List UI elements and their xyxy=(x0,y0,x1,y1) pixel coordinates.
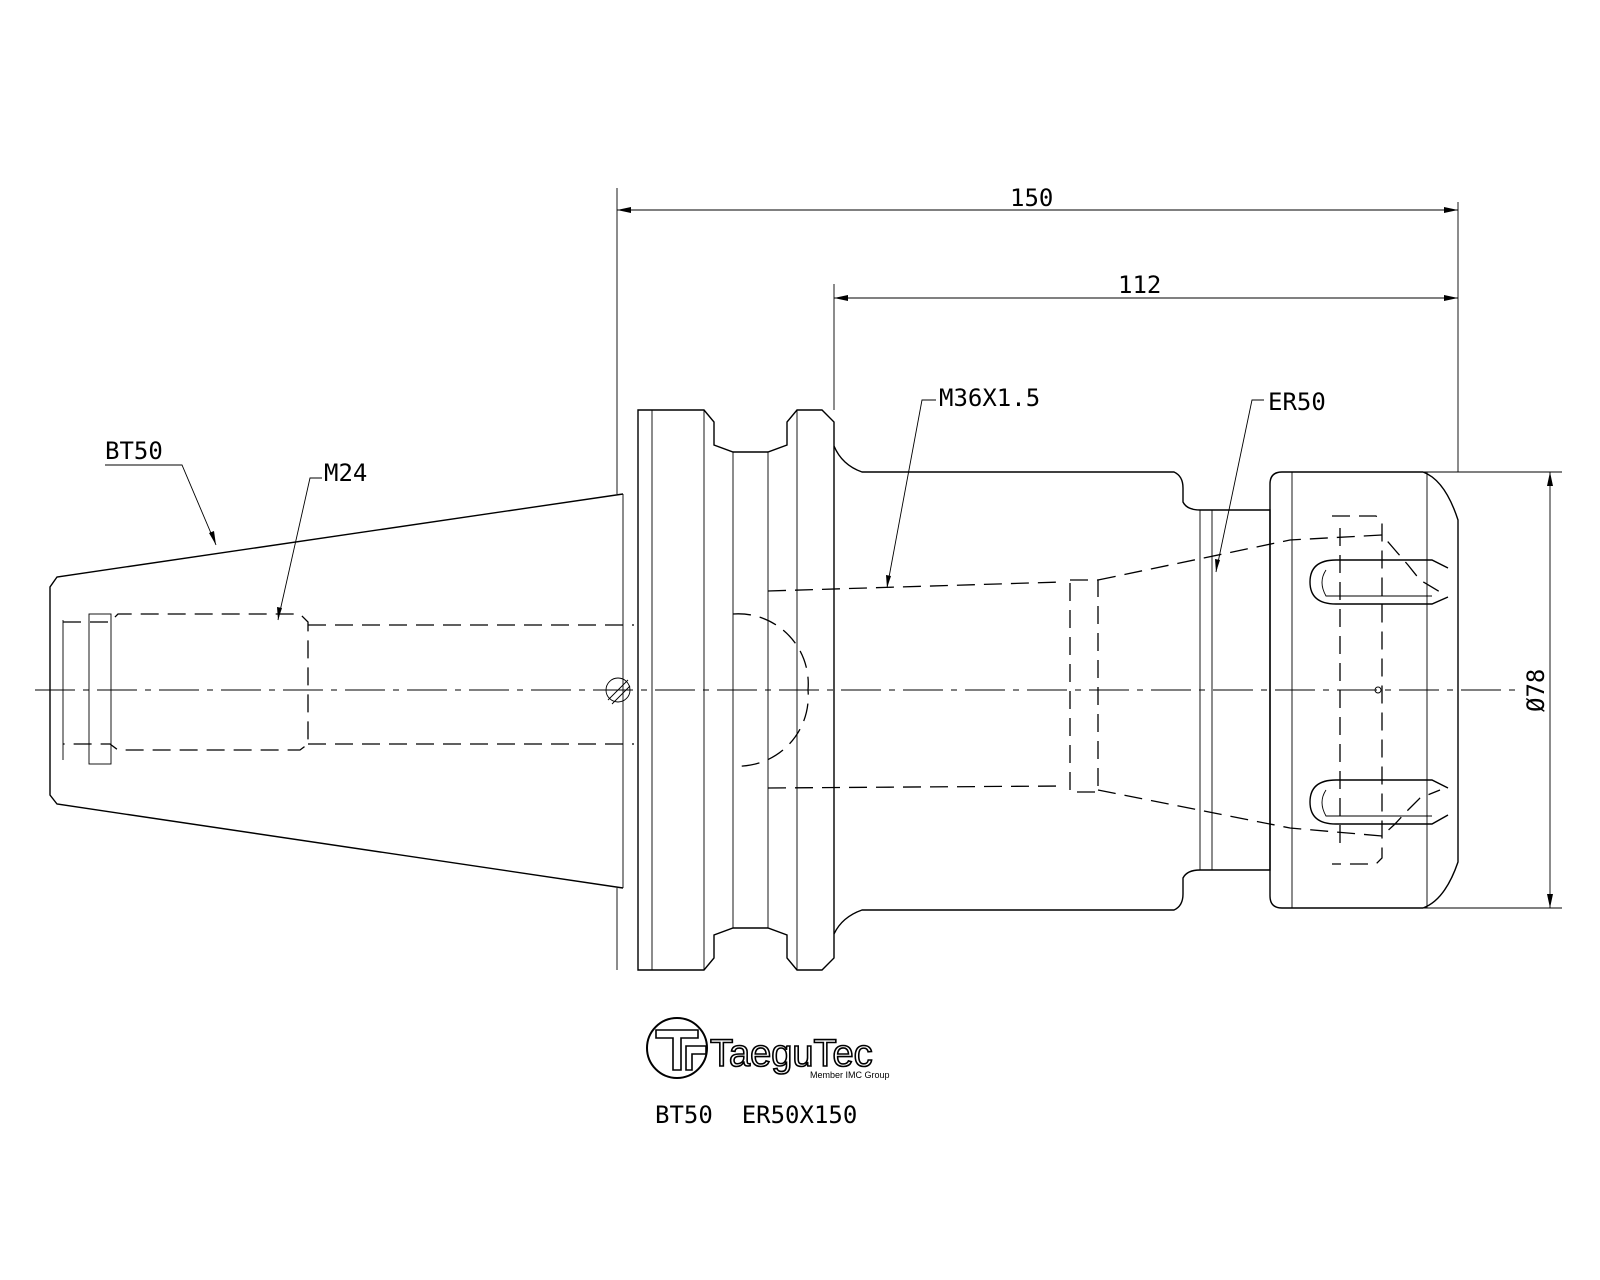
dimension-lines xyxy=(616,188,1562,970)
collet-slot-lower xyxy=(1309,779,1449,825)
collet-slot-upper xyxy=(1309,559,1449,605)
label-clamp-thread: M36X1.5 xyxy=(939,384,1040,412)
drive-pin xyxy=(605,677,631,703)
leader-lines xyxy=(105,399,1264,621)
dim-nut-diameter: Ø78 xyxy=(1522,669,1550,712)
logo-brand-text: TaeguTec xyxy=(710,1033,873,1075)
taegutec-logo: TaeguTec Member IMC Group xyxy=(646,1017,890,1080)
tool-holder-outline xyxy=(35,409,1515,971)
thread-relief xyxy=(1069,579,1099,793)
hidden-features xyxy=(63,515,1441,865)
label-retention-thread: M24 xyxy=(324,459,367,487)
logo-emblem-icon xyxy=(646,1017,708,1079)
retention-knob-collar xyxy=(88,613,112,765)
through-bore-cap xyxy=(732,613,809,767)
part-designation: BT50 ER50X150 xyxy=(655,1101,857,1129)
taper-shank xyxy=(49,493,624,889)
collet-cone xyxy=(1097,534,1441,837)
nut-center-mark xyxy=(1374,686,1382,694)
retention-thread-bore xyxy=(63,613,309,751)
dim-overall-length: 150 xyxy=(1010,184,1053,212)
label-collet: ER50 xyxy=(1268,388,1326,416)
label-taper: BT50 xyxy=(105,437,163,465)
dim-gauge-to-nose-length: 112 xyxy=(1118,271,1161,299)
clamp-thread-bore xyxy=(767,581,1063,789)
logo-tagline: Member IMC Group xyxy=(810,1070,890,1080)
flange xyxy=(637,409,835,971)
